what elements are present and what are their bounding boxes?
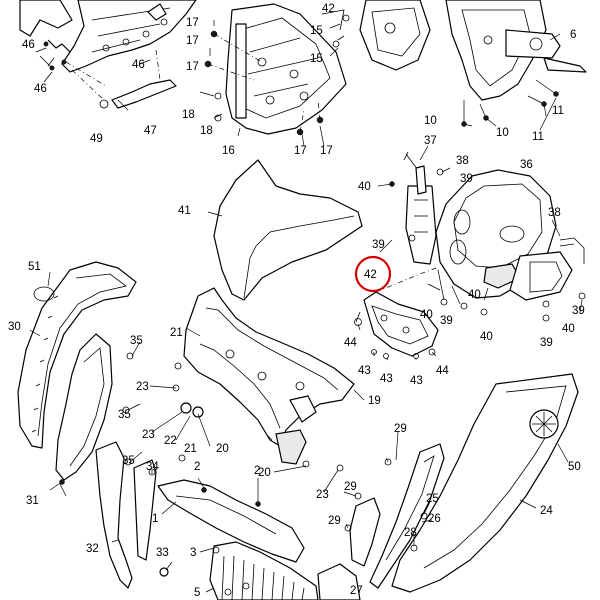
label-15: 15 xyxy=(310,25,323,37)
label-40: 40 xyxy=(358,181,371,193)
label-44: 44 xyxy=(344,337,357,349)
label-51: 51 xyxy=(28,261,41,273)
label-23: 23 xyxy=(136,381,149,393)
label-34: 34 xyxy=(146,461,159,473)
label-26: 26 xyxy=(428,513,441,525)
part-headlight-36 xyxy=(389,151,586,322)
label-39: 39 xyxy=(540,337,553,349)
label-39: 39 xyxy=(460,173,473,185)
label-16: 16 xyxy=(222,145,235,157)
label-39: 39 xyxy=(440,315,453,327)
label-39: 39 xyxy=(372,239,385,251)
label-32: 32 xyxy=(86,543,99,555)
label-35: 35 xyxy=(118,409,131,421)
part-side-cowl-24 xyxy=(344,373,579,593)
label-40: 40 xyxy=(480,331,493,343)
label-43: 43 xyxy=(410,375,423,387)
label-40: 40 xyxy=(468,289,481,301)
label-41: 41 xyxy=(178,205,191,217)
label-47: 47 xyxy=(144,125,157,137)
label-38: 38 xyxy=(456,155,469,167)
part-stay-42 xyxy=(354,267,439,359)
label-44: 44 xyxy=(436,365,449,377)
label-17: 17 xyxy=(186,17,199,29)
label-21: 21 xyxy=(184,443,197,455)
label-42: 42 xyxy=(322,3,335,15)
label-22: 22 xyxy=(164,435,177,447)
label-46: 46 xyxy=(22,39,35,51)
label-23: 23 xyxy=(316,489,329,501)
label-33: 33 xyxy=(156,547,169,559)
label-3: 3 xyxy=(190,547,196,559)
part-side-cowl-30 xyxy=(17,261,157,589)
label-43: 43 xyxy=(358,365,371,377)
leader-lines xyxy=(29,20,583,593)
label-2: 2 xyxy=(194,461,200,473)
label-20: 20 xyxy=(216,443,229,455)
part-under-cover-1 xyxy=(157,479,361,600)
label-24: 24 xyxy=(540,505,553,517)
label-5: 5 xyxy=(194,587,200,599)
label-49: 49 xyxy=(90,133,103,145)
label-10: 10 xyxy=(424,115,437,127)
label-36: 36 xyxy=(520,159,533,171)
part-inner-cowl-21 xyxy=(172,287,355,472)
label-25: 25 xyxy=(426,493,439,505)
label-17: 17 xyxy=(294,145,307,157)
label-21: 21 xyxy=(170,327,183,339)
label-38: 38 xyxy=(548,207,561,219)
highlight-circle-42 xyxy=(354,255,392,293)
label-2: 2 xyxy=(254,465,260,477)
label-11: 11 xyxy=(552,105,564,117)
label-23: 23 xyxy=(142,429,155,441)
part-windshield-41 xyxy=(213,159,363,301)
label-39: 39 xyxy=(572,305,585,317)
label-18: 18 xyxy=(182,109,195,121)
label-19: 19 xyxy=(368,395,381,407)
part-meter-bracket xyxy=(332,0,587,127)
label-17: 17 xyxy=(186,61,199,73)
label-18: 18 xyxy=(200,125,213,137)
label-35: 35 xyxy=(122,455,135,467)
label-40: 40 xyxy=(562,323,575,335)
label-43: 43 xyxy=(380,373,393,385)
label-10: 10 xyxy=(496,127,509,139)
label-46: 46 xyxy=(132,59,145,71)
label-29: 29 xyxy=(328,515,341,527)
label-11: 11 xyxy=(532,131,544,143)
label-15: 15 xyxy=(310,53,323,65)
label-50: 50 xyxy=(568,461,581,473)
label-17: 17 xyxy=(320,145,333,157)
callout-labels: 46 46 46 49 47 17 17 17 17 17 18 18 16 1… xyxy=(8,3,585,599)
label-29: 29 xyxy=(394,423,407,435)
label-46: 46 xyxy=(34,83,47,95)
label-31: 31 xyxy=(26,495,39,507)
label-37: 37 xyxy=(424,135,437,147)
label-40: 40 xyxy=(420,309,433,321)
label-42-highlighted: 42 xyxy=(364,269,377,281)
part-stay-16 xyxy=(204,3,347,136)
label-6: 6 xyxy=(570,29,576,41)
label-1: 1 xyxy=(152,513,158,525)
label-20: 20 xyxy=(258,467,271,479)
label-30: 30 xyxy=(8,321,21,333)
label-28: 28 xyxy=(404,527,417,539)
label-35: 35 xyxy=(130,335,143,347)
label-29: 29 xyxy=(344,481,357,493)
part-upper-left-bracket xyxy=(19,0,197,109)
label-17: 17 xyxy=(186,35,199,47)
label-27: 27 xyxy=(350,585,363,597)
